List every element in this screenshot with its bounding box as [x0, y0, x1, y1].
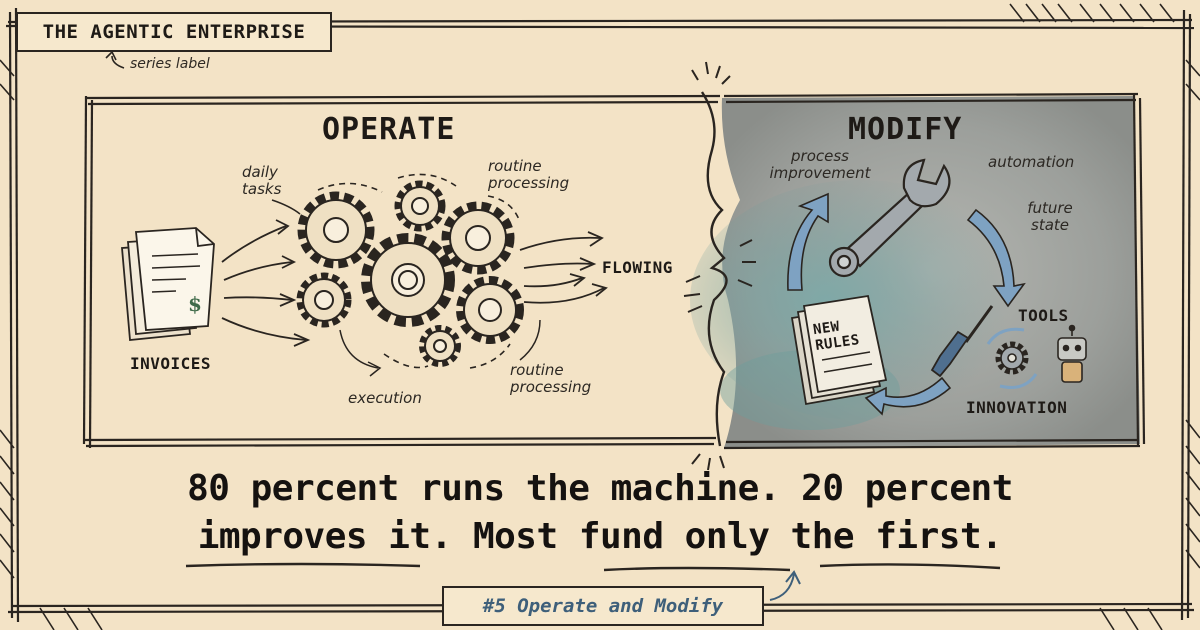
robot-icon: [1057, 324, 1087, 383]
innovation-label: INNOVATION: [966, 398, 1068, 417]
modify-title: MODIFY: [848, 112, 963, 147]
invoices-label: INVOICES: [130, 354, 212, 373]
corner-hatching: [0, 3, 1200, 630]
output-flow-arrows: [519, 231, 608, 304]
note-daily-tasks: daily tasks: [242, 163, 282, 198]
series-label: THE AGENTIC ENTERPRISE: [16, 12, 332, 52]
small-gear-cycle-icon: [986, 327, 1038, 389]
series-label-note: series label: [130, 56, 210, 72]
operate-panel: [82, 94, 721, 449]
dollar-sign-icon: $: [188, 292, 202, 316]
tools-label: TOOLS: [1018, 306, 1069, 325]
jagged-divider: [700, 91, 728, 447]
flowing-label: FLOWING: [602, 258, 673, 277]
invoice-stack-icon: [121, 227, 215, 341]
note-automation: automation: [988, 153, 1075, 171]
modify-panel: [723, 92, 1146, 450]
note-routine-processing-bottom: routine processing: [510, 361, 592, 396]
divider-burst-marks: [683, 61, 756, 471]
screwdriver-icon: [930, 305, 994, 378]
series-pointer-arrow: [111, 55, 125, 69]
new-rules-papers-icon: [790, 294, 888, 406]
cycle-arrows: [787, 192, 1026, 416]
headline-line-1: 80 percent runs the machine. 20 percent: [187, 468, 1013, 509]
series-label-text: THE AGENTIC ENTERPRISE: [42, 21, 306, 43]
gear-cluster: [296, 180, 524, 367]
episode-label: #5 Operate and Modify: [442, 586, 764, 626]
headline-underlines: [185, 562, 1001, 572]
input-flow-arrows: [221, 219, 311, 347]
operate-title: OPERATE: [322, 112, 456, 147]
note-future-state: future state: [1027, 199, 1073, 234]
motion-arcs: [317, 173, 521, 369]
wrench-icon: [828, 158, 951, 278]
note-execution: execution: [348, 389, 422, 407]
episode-label-text: #5 Operate and Modify: [482, 595, 724, 617]
episode-pointer-arrow: [769, 570, 801, 601]
note-pointers: [271, 199, 541, 377]
headline-line-2: improves it. Most fund only the first.: [197, 516, 1003, 557]
note-process-improvement: process improvement: [769, 147, 871, 182]
note-routine-processing-top: routine processing: [488, 157, 570, 192]
